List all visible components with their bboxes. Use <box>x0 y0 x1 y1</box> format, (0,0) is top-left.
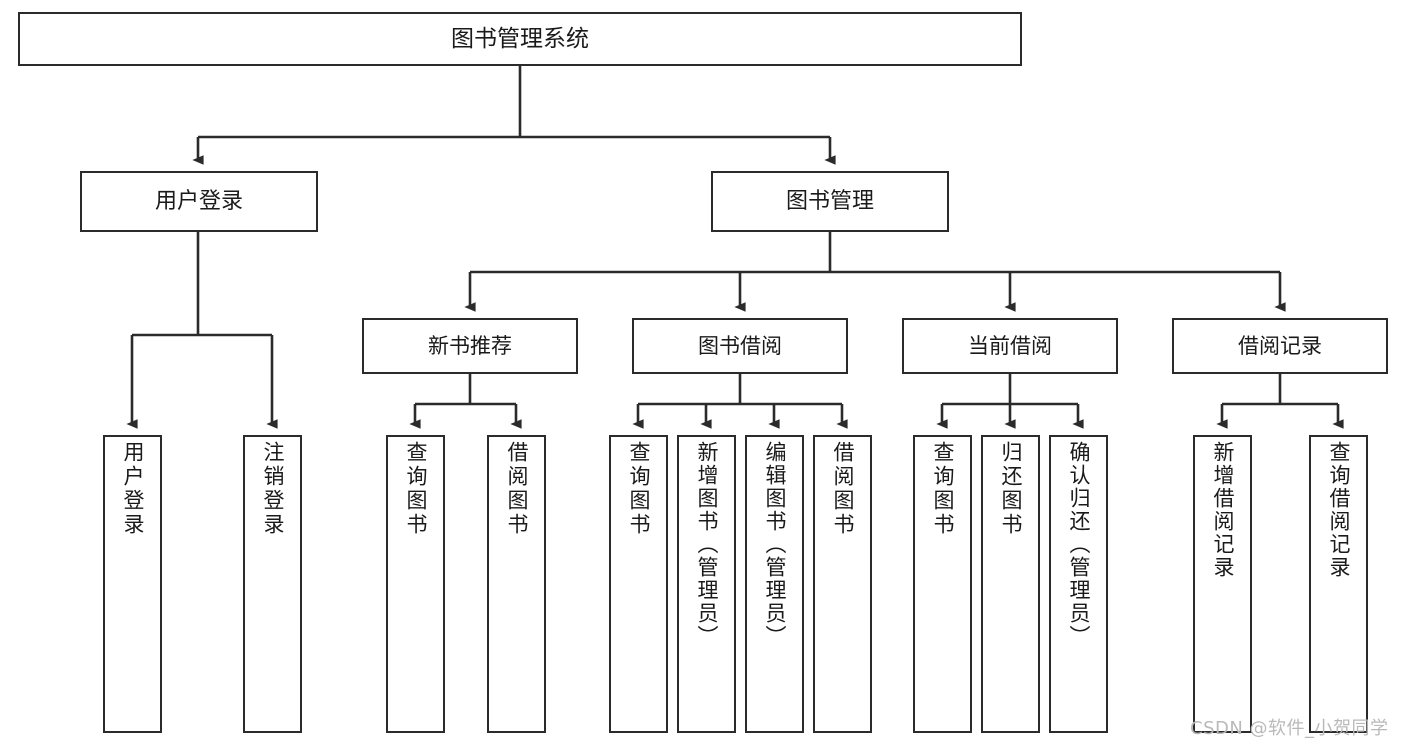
node-user-login[interactable]: 用户登录 <box>80 171 318 232</box>
leaf-label: 查询图书 <box>931 441 955 537</box>
leaf-label: 编辑图书（管理员） <box>763 441 787 648</box>
node-root-system[interactable]: 图书管理系统 <box>18 12 1022 66</box>
leaf-borrow-borrow-book[interactable]: 借阅图书 <box>813 435 872 733</box>
node-new-book-recommend[interactable]: 新书推荐 <box>362 318 578 374</box>
leaf-label: 查询图书 <box>627 441 651 537</box>
leaf-label: 借阅图书 <box>831 441 855 537</box>
leaf-recommend-borrow-book[interactable]: 借阅图书 <box>487 435 546 733</box>
leaf-borrow-edit-book-admin[interactable]: 编辑图书（管理员） <box>745 435 804 733</box>
leaf-label: 借阅图书 <box>505 441 529 537</box>
leaf-label: 归还图书 <box>999 441 1023 537</box>
leaf-current-query-book[interactable]: 查询图书 <box>913 435 972 733</box>
leaf-record-add-record[interactable]: 新增借阅记录 <box>1193 435 1252 733</box>
leaf-user-login-logout[interactable]: 注销登录 <box>243 435 302 733</box>
leaf-label: 确认归还（管理员） <box>1067 441 1091 648</box>
leaf-record-query-record[interactable]: 查询借阅记录 <box>1309 435 1368 733</box>
leaf-label: 查询借阅记录 <box>1327 441 1351 579</box>
leaf-current-confirm-return-admin[interactable]: 确认归还（管理员） <box>1049 435 1108 733</box>
node-book-borrow[interactable]: 图书借阅 <box>632 318 848 374</box>
leaf-borrow-query-book[interactable]: 查询图书 <box>609 435 668 733</box>
leaf-label: 注销登录 <box>261 441 285 537</box>
leaf-label: 查询图书 <box>404 441 428 537</box>
node-borrow-record[interactable]: 借阅记录 <box>1172 318 1388 374</box>
node-current-borrow[interactable]: 当前借阅 <box>902 318 1118 374</box>
leaf-label: 新增图书（管理员） <box>695 441 719 648</box>
leaf-label: 新增借阅记录 <box>1211 441 1235 579</box>
node-book-management[interactable]: 图书管理 <box>711 171 949 232</box>
leaf-recommend-query-book[interactable]: 查询图书 <box>386 435 445 733</box>
leaf-user-login-login[interactable]: 用户登录 <box>103 435 162 733</box>
leaf-current-return-book[interactable]: 归还图书 <box>981 435 1040 733</box>
leaf-borrow-add-book-admin[interactable]: 新增图书（管理员） <box>677 435 736 733</box>
leaf-label: 用户登录 <box>121 441 145 537</box>
watermark: CSDN @软件_小贺同学 <box>1190 718 1389 739</box>
